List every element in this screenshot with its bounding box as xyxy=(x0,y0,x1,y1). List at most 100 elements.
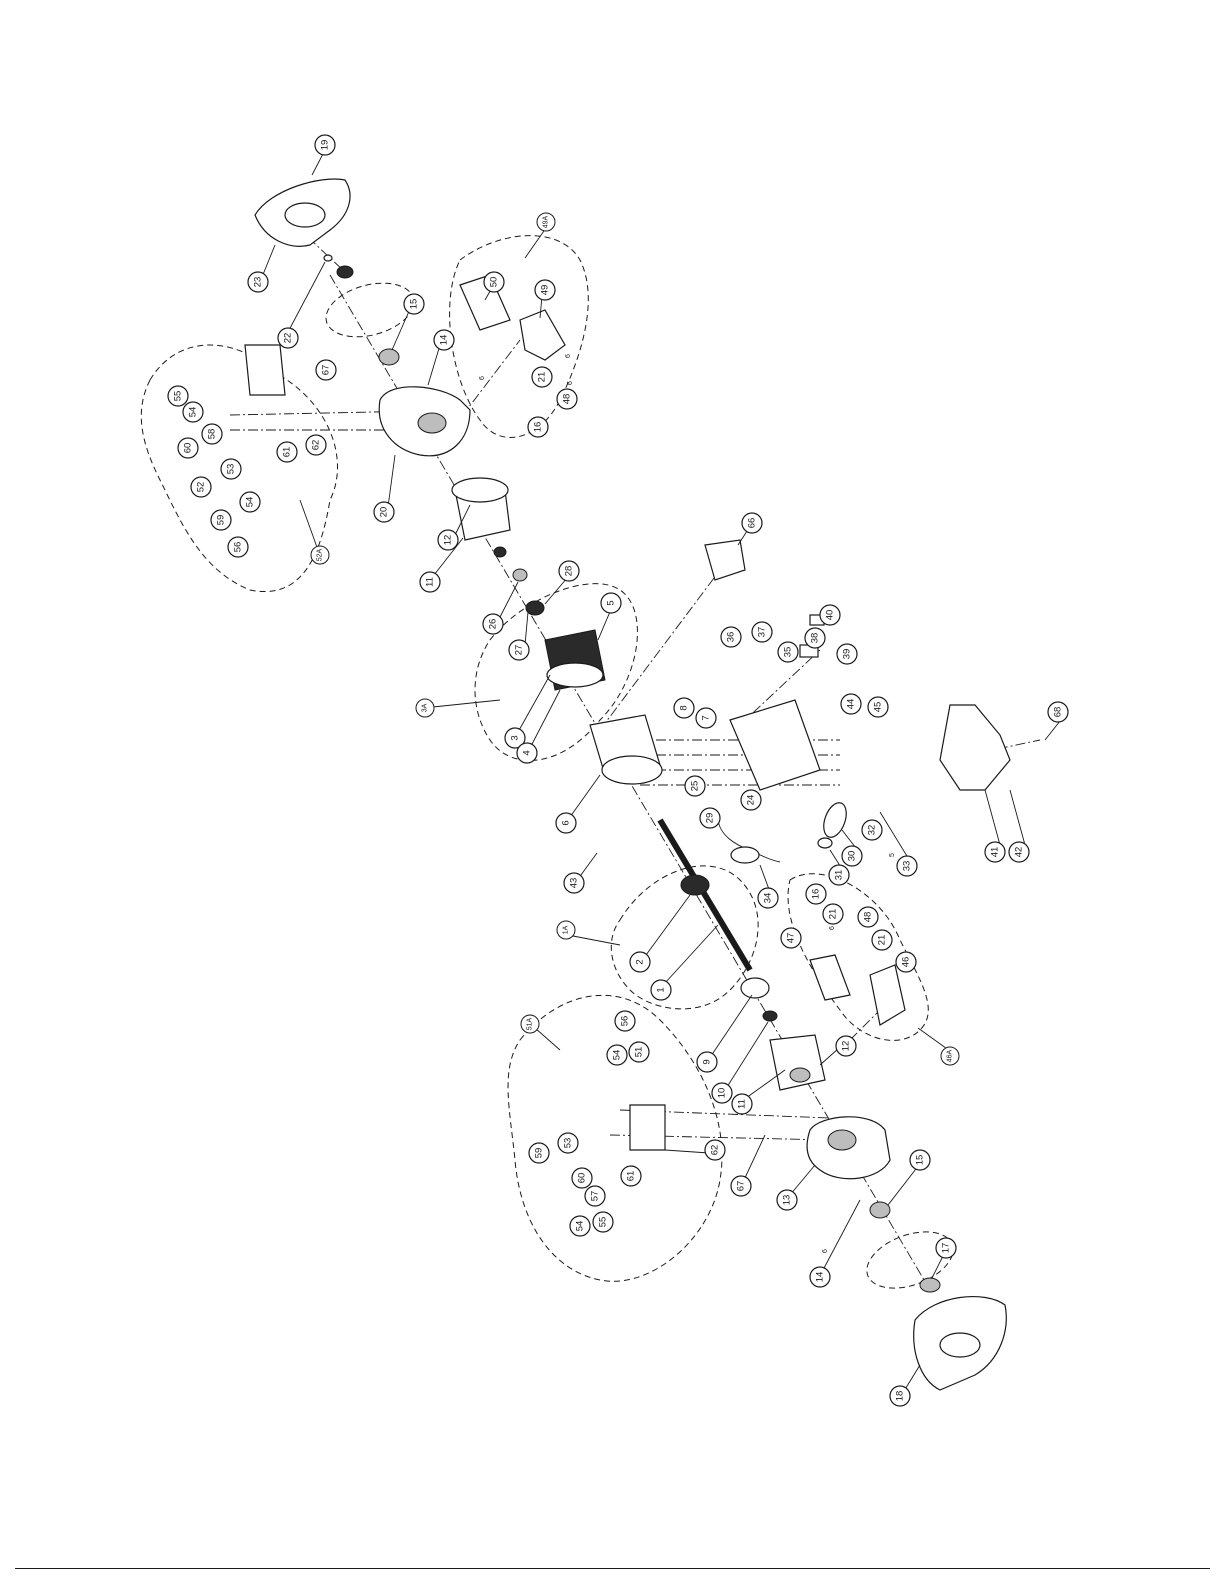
callout-35: 35 xyxy=(778,642,798,662)
callout-62a: 62 xyxy=(306,435,326,455)
callout-3A: 3A xyxy=(416,699,434,717)
callout-number: 52 xyxy=(196,482,207,493)
flange-top xyxy=(337,266,353,278)
callout-number: 16 xyxy=(533,422,544,433)
callout-number: 51 xyxy=(634,1047,645,1058)
callout-number: 59 xyxy=(534,1148,545,1159)
foot-bracket xyxy=(940,705,1010,790)
callout-6: 6 xyxy=(556,813,576,833)
callout-number: 54 xyxy=(575,1221,586,1232)
callout-number: 5 xyxy=(606,600,617,605)
stator-front xyxy=(547,663,603,687)
leader-46A xyxy=(918,1028,950,1051)
callout-49: 49 xyxy=(535,280,555,300)
axis-label-66 xyxy=(600,570,720,730)
motor-end-cap-top-rim xyxy=(452,478,508,502)
callout-60b: 60 xyxy=(572,1168,592,1188)
callout-36: 36 xyxy=(721,627,741,647)
callout-52A: 52A xyxy=(311,546,329,564)
rotor-shaft xyxy=(660,820,750,970)
callout-number: 52A xyxy=(317,548,324,561)
leader-1 xyxy=(665,925,718,983)
callout-number: 44 xyxy=(846,699,857,710)
callout-15b: 15 xyxy=(910,1150,930,1170)
callout-number: 35 xyxy=(783,647,794,658)
tiny-label: 6 xyxy=(479,376,486,380)
eye-shield-top xyxy=(245,345,285,395)
callout-40: 40 xyxy=(820,605,840,625)
callout-number: 50 xyxy=(489,277,500,288)
callout-number: 54 xyxy=(612,1050,623,1061)
tool-rest-bottom xyxy=(810,955,850,1000)
callout-12b: 12 xyxy=(836,1036,856,1056)
callout-number: 28 xyxy=(564,566,575,577)
callout-67b: 67 xyxy=(731,1176,751,1196)
callout-1: 1 xyxy=(651,980,671,1000)
leader-22 xyxy=(288,262,325,332)
callout-number: 11 xyxy=(737,1099,748,1109)
callout-61b: 61 xyxy=(621,1166,641,1186)
callout-61a: 61 xyxy=(277,442,297,462)
callout-number: 7 xyxy=(701,715,712,720)
callout-number: 14 xyxy=(815,1272,826,1283)
callout-12a: 12 xyxy=(438,530,458,550)
callout-number: 30 xyxy=(847,851,858,862)
callout-number: 21 xyxy=(537,372,548,383)
callout-59b: 59 xyxy=(529,1143,549,1163)
callout-34: 34 xyxy=(758,888,778,908)
callout-number: 15 xyxy=(409,299,420,310)
callout-number: 3A xyxy=(422,703,429,712)
callout-number: 47 xyxy=(786,933,797,944)
tiny-label: 6 xyxy=(565,354,572,358)
power-cord-coil xyxy=(731,847,759,863)
leader-9 xyxy=(711,995,752,1056)
callout-number: 54 xyxy=(188,407,199,418)
callout-13: 13 xyxy=(777,1190,797,1210)
leader-49A xyxy=(525,228,546,258)
callout-49A: 49A xyxy=(537,213,555,231)
callout-number: 66 xyxy=(747,518,758,529)
callout-58: 58 xyxy=(202,424,222,444)
callout-number: 26 xyxy=(488,619,499,630)
callout-number: 11 xyxy=(425,577,436,587)
callout-33: 33 xyxy=(897,856,917,876)
leader-3 xyxy=(518,675,550,732)
callout-number: 2 xyxy=(635,959,646,964)
callout-number: 19 xyxy=(320,140,331,151)
capacitor-part-26 xyxy=(513,569,527,581)
grinder-base xyxy=(730,700,820,790)
callout-21b: 21 xyxy=(823,904,843,924)
callout-number: 56 xyxy=(620,1016,631,1027)
bearing-28 xyxy=(526,601,544,615)
callout-38: 38 xyxy=(805,628,825,648)
bearing-10 xyxy=(763,1011,777,1021)
callout-number: 67 xyxy=(736,1181,747,1192)
callout-7: 7 xyxy=(696,708,716,728)
callout-24: 24 xyxy=(741,790,761,810)
callout-59a: 59 xyxy=(211,510,231,530)
callout-43: 43 xyxy=(564,873,584,893)
callout-number: 1 xyxy=(656,987,667,992)
callout-number: 57 xyxy=(590,1191,601,1202)
callout-4: 4 xyxy=(517,743,537,763)
callout-53b: 53 xyxy=(558,1133,578,1153)
callout-21a: 21 xyxy=(532,367,552,387)
callout-number: 56 xyxy=(233,542,244,553)
callout-54a: 54 xyxy=(183,402,203,422)
callout-32: 32 xyxy=(862,820,882,840)
callout-1A: 1A xyxy=(557,921,575,939)
callout-42: 42 xyxy=(1009,842,1029,862)
warning-label xyxy=(705,540,745,580)
callout-67a: 67 xyxy=(316,360,336,380)
callout-47: 47 xyxy=(781,928,801,948)
callout-number: 14 xyxy=(439,335,450,346)
callout-number: 9 xyxy=(702,1059,713,1064)
callout-number: 61 xyxy=(282,447,293,458)
page-bottom-rule xyxy=(15,1568,1210,1569)
callout-number: 46A xyxy=(947,1049,954,1062)
callout-number: 45 xyxy=(873,702,884,713)
callout-66: 66 xyxy=(742,513,762,533)
leader-14b xyxy=(823,1200,860,1270)
leader-23 xyxy=(262,245,275,277)
